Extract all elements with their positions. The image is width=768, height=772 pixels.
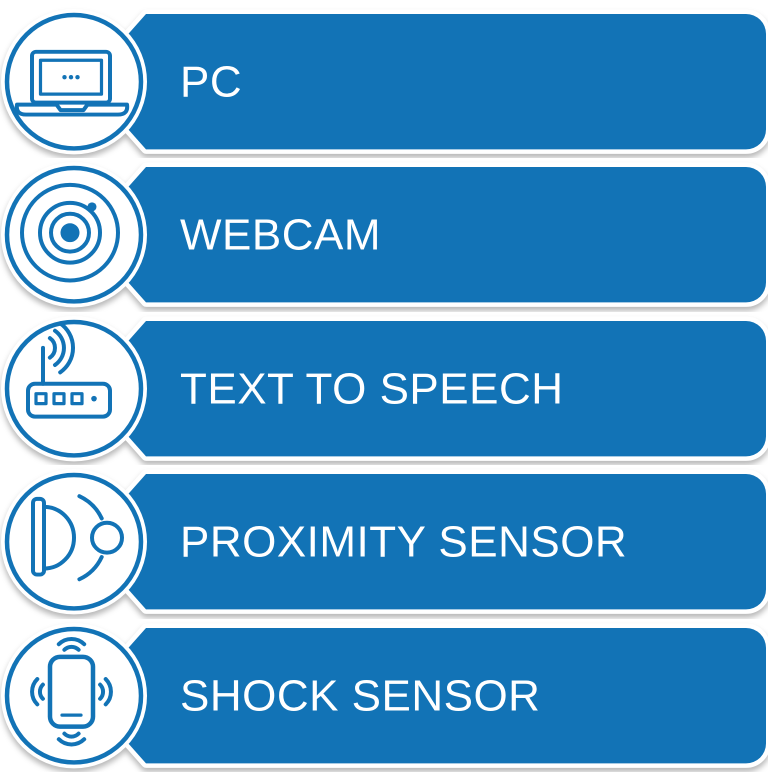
list-item-proximity-sensor: PROXIMITY SENSOR	[0, 465, 768, 618]
list-item-text-to-speech: TEXT TO SPEECH	[0, 312, 768, 465]
row-label: PROXIMITY SENSOR	[180, 518, 627, 567]
row-label: SHOCK SENSOR	[180, 671, 540, 720]
row-label: WEBCAM	[180, 211, 381, 260]
banner	[1, 9, 766, 154]
banner	[1, 162, 766, 307]
list-item-shock-sensor: SHOCK SENSOR	[0, 619, 768, 772]
icon-badge	[1, 9, 147, 154]
icon-badge	[1, 316, 147, 461]
list-item-webcam: WEBCAM	[0, 158, 768, 311]
icon-badge	[1, 623, 147, 768]
list-item-pc: PC	[0, 5, 768, 158]
row-label: TEXT TO SPEECH	[180, 364, 564, 413]
row-label: PC	[180, 58, 242, 107]
